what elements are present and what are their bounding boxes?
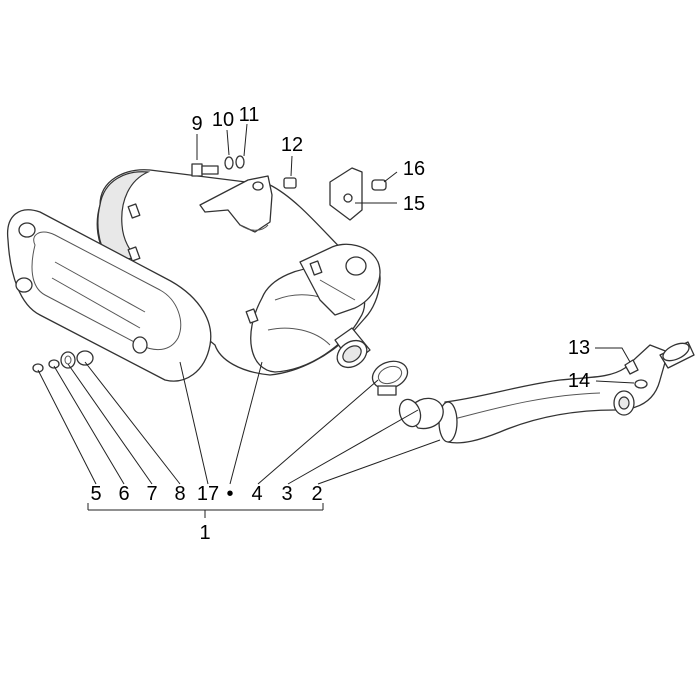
callout-7: 7 xyxy=(146,483,157,505)
washer-part-10 xyxy=(224,156,234,170)
washer-part-11 xyxy=(235,155,245,169)
exhaust-pipe xyxy=(438,341,695,444)
grommet-part-8 xyxy=(76,350,94,366)
callout-1: 1 xyxy=(199,522,210,544)
muffler-body xyxy=(96,169,381,376)
bolt-part-9 xyxy=(191,163,219,177)
callout-4: 4 xyxy=(251,483,262,505)
callout-14: 14 xyxy=(568,370,590,392)
callout-17: 17 xyxy=(197,483,219,505)
screw-part-5 xyxy=(32,363,44,373)
callout-12: 12 xyxy=(281,134,303,156)
callout-13: 13 xyxy=(568,337,590,359)
callout-labels: 1 2 3 4 • 17 8 7 6 5 9 10 11 12 16 15 13… xyxy=(90,104,590,544)
callout-5: 5 xyxy=(90,483,101,505)
callout-15: 15 xyxy=(403,193,425,215)
washer-part-14 xyxy=(634,379,648,389)
callout-3: 3 xyxy=(281,483,292,505)
washer-part-7 xyxy=(60,351,76,369)
callout-9: 9 xyxy=(191,113,202,135)
heat-shield xyxy=(6,209,212,382)
sleeve-part-3 xyxy=(398,397,444,430)
callout-6: 6 xyxy=(118,483,129,505)
callout-2: 2 xyxy=(311,483,322,505)
clamp-part-4 xyxy=(371,360,409,396)
pin-part-16 xyxy=(371,179,387,191)
callout-bullet: • xyxy=(226,483,233,505)
callout-11: 11 xyxy=(239,104,260,126)
callout-10: 10 xyxy=(212,109,234,131)
leader-lines xyxy=(37,123,635,518)
callout-8: 8 xyxy=(174,483,185,505)
washer-part-6 xyxy=(48,359,60,369)
nut-part-12 xyxy=(283,177,297,189)
callout-16: 16 xyxy=(403,158,425,180)
bracket-part-15 xyxy=(329,167,363,221)
